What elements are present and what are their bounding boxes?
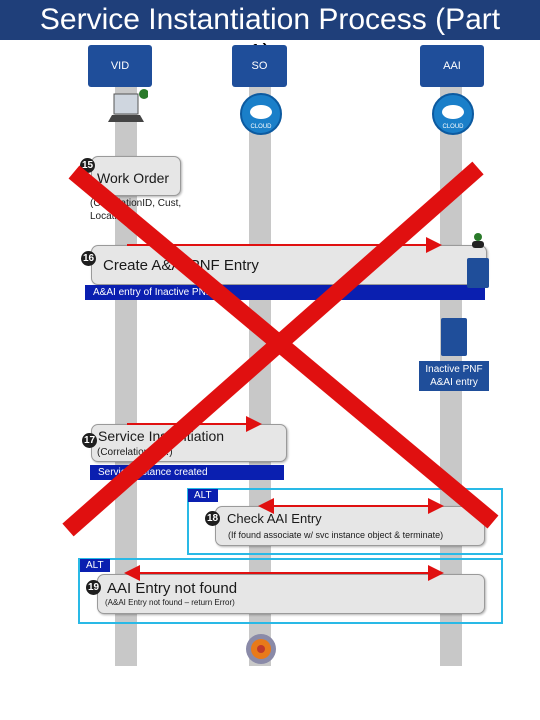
alt-frame-2 bbox=[78, 558, 503, 624]
step-number: 17 bbox=[82, 433, 97, 448]
step-17-label: Service Instantiation bbox=[98, 428, 225, 444]
cross-stroke-2 bbox=[62, 161, 484, 537]
step-19-label: AAI Entry not found bbox=[107, 580, 238, 597]
step-number: 18 bbox=[205, 511, 220, 526]
inactive-pnf-entry: Inactive PNF A&AI entry bbox=[419, 361, 489, 391]
gear-icon bbox=[244, 632, 278, 666]
document-icon bbox=[441, 318, 467, 356]
step-18-sub: (If found associate w/ svc instance obje… bbox=[228, 530, 444, 540]
step-19-sub: (A&AI Entry not found – return Error) bbox=[105, 598, 235, 607]
cloud-label: CLOUD bbox=[250, 124, 272, 130]
user-icon bbox=[470, 232, 486, 248]
step-15-label: Work Order bbox=[97, 170, 170, 186]
step-16-note: A&AI entry of Inactive PNF bbox=[85, 285, 485, 300]
actor-aai: AAI bbox=[420, 45, 484, 87]
step-17-sub: (CorrelationID…) bbox=[97, 447, 173, 458]
slide-title: Service Instantiation Process (Part bbox=[39, 3, 501, 36]
laptop-user-icon bbox=[108, 88, 149, 126]
so-cloud-icon: CLOUD bbox=[240, 93, 282, 135]
inactive-pnf-line1: Inactive PNF bbox=[425, 364, 483, 375]
alt-tag-2: ALT bbox=[80, 559, 110, 572]
actor-vid: VID bbox=[88, 45, 152, 87]
step-number: 19 bbox=[86, 580, 101, 595]
alt-frame-1 bbox=[187, 488, 503, 555]
cloud-label: CLOUD bbox=[442, 124, 464, 130]
alt-tag-1: ALT bbox=[188, 489, 218, 502]
inactive-pnf-line2: A&AI entry bbox=[430, 377, 478, 388]
aai-cloud-icon: CLOUD bbox=[432, 93, 474, 135]
title-band bbox=[0, 0, 540, 40]
actor-so: SO bbox=[232, 45, 287, 87]
document-icon bbox=[467, 258, 489, 288]
step-18-label: Check AAI Entry bbox=[227, 511, 322, 526]
step-number: 16 bbox=[81, 251, 96, 266]
